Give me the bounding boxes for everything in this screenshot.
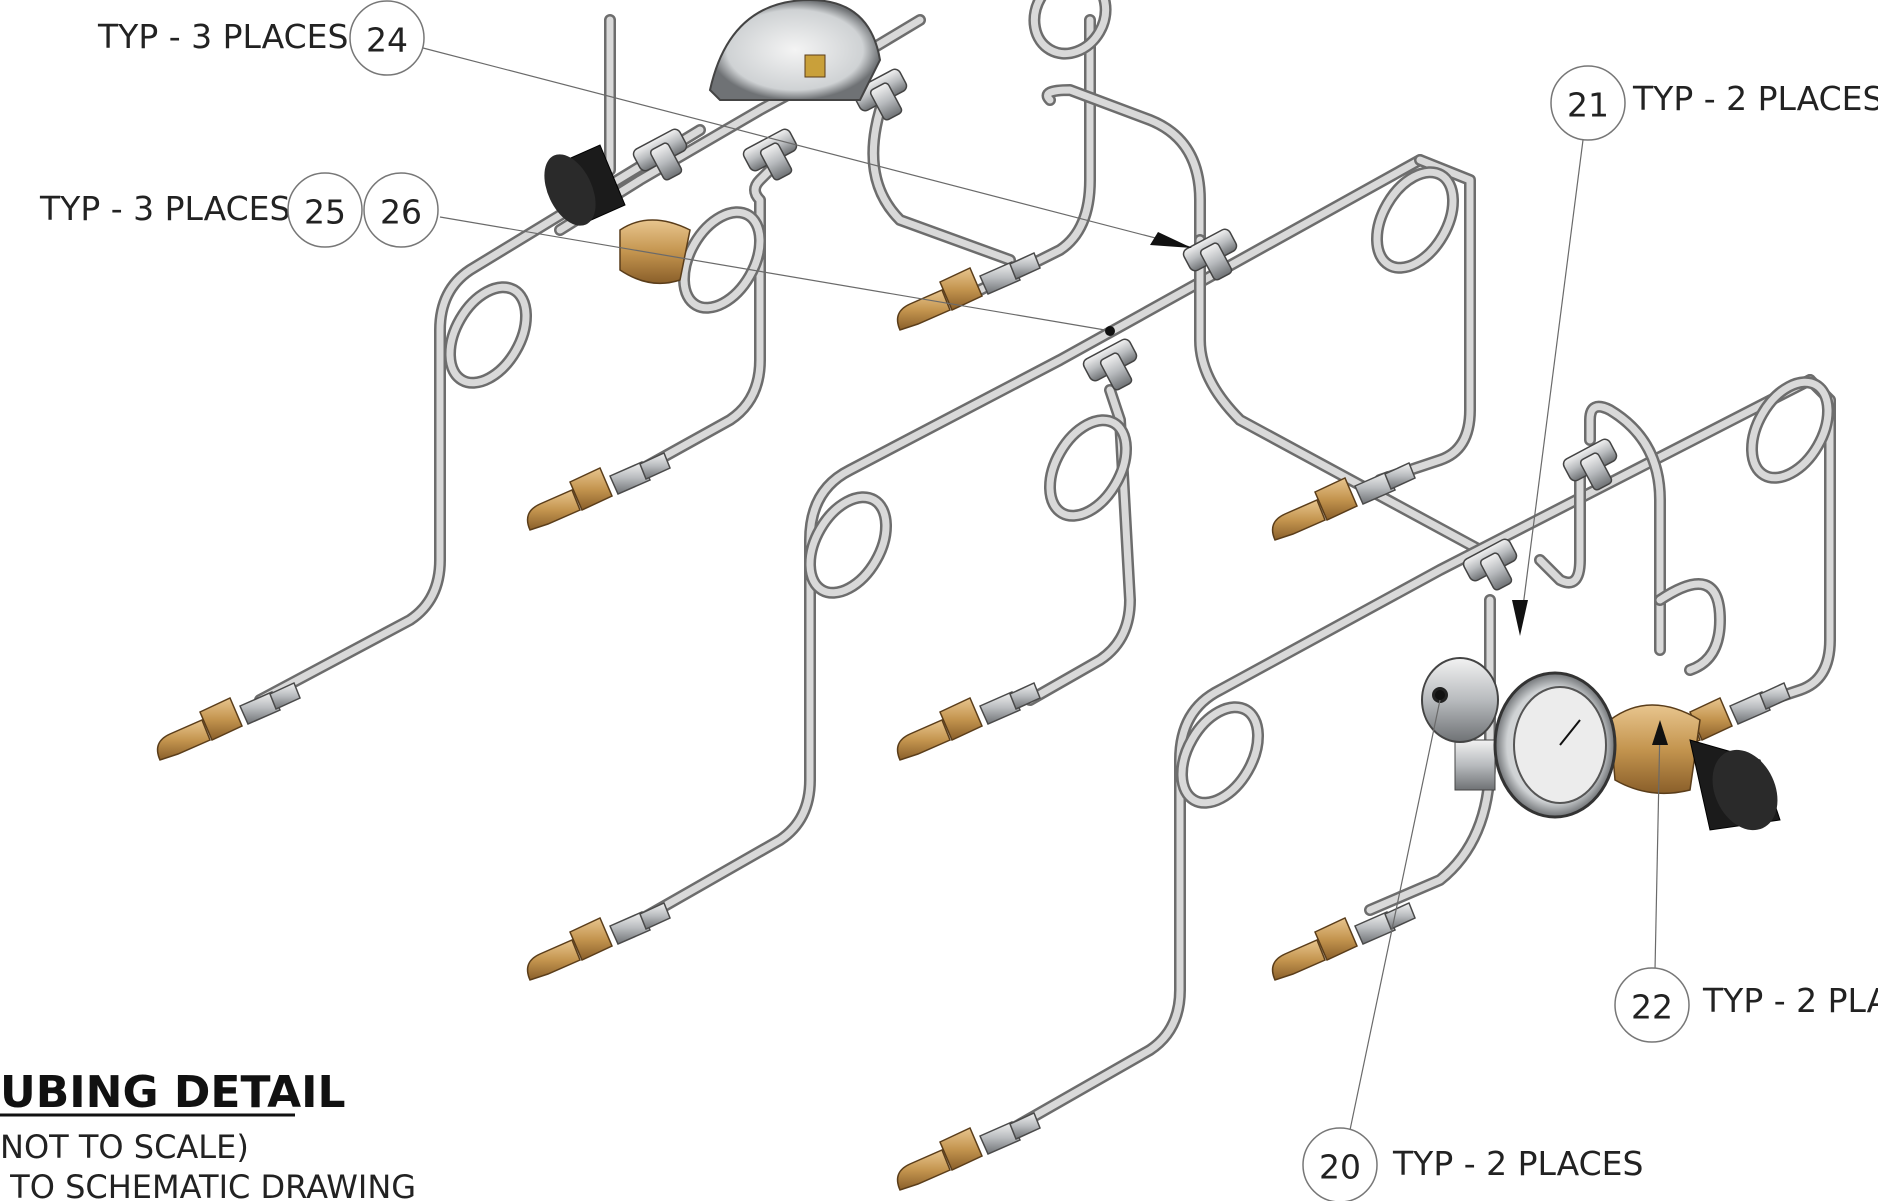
item-number-24: 24 (366, 21, 408, 60)
regulator-upper (544, 144, 691, 285)
item-balloon-22 (1614, 967, 1690, 1043)
callout-24: TYP - 3 PLACES 24 (97, 0, 425, 76)
pressure-gauge-lower (1421, 657, 1617, 819)
item-balloon-25 (287, 172, 363, 248)
item-balloon-21 (1550, 65, 1626, 141)
callout-label-21: TYP - 2 PLACES (1632, 79, 1878, 118)
item-number-25: 25 (304, 193, 346, 232)
item-balloon-20 (1302, 1127, 1378, 1201)
detail-title-block: UBING DETAIL NOT TO SCALE) TO SCHEMATIC … (0, 1067, 416, 1201)
callout-label-22: TYP - 2 PLA (1702, 981, 1878, 1020)
leader-lines (422, 47, 1668, 1131)
regulator-lower (1609, 704, 1781, 831)
callout-20: 20 TYP - 2 PLACES (1302, 1127, 1643, 1201)
item-number-26: 26 (380, 193, 422, 232)
item-balloon-24 (349, 0, 425, 76)
callout-25-26: TYP - 3 PLACES 25 26 (39, 172, 439, 248)
callout-label-20: TYP - 2 PLACES (1392, 1144, 1643, 1183)
item-number-21: 21 (1567, 86, 1609, 125)
item-number-20: 20 (1319, 1148, 1361, 1187)
subtitle-line-2: TO SCHEMATIC DRAWING (0, 1168, 416, 1201)
callout-22: 22 TYP - 2 PLA (1614, 967, 1878, 1043)
item-balloon-26 (363, 172, 439, 248)
pressure-gauge-upper (708, 0, 882, 101)
subtitle-line-1: NOT TO SCALE) (0, 1128, 249, 1166)
item-number-22: 22 (1631, 988, 1673, 1027)
callout-21: 21 TYP - 2 PLACES (1550, 65, 1878, 141)
callout-label-24: TYP - 3 PLACES (97, 17, 348, 56)
detail-title: UBING DETAIL (0, 1067, 346, 1118)
callout-label-25-26: TYP - 3 PLACES (39, 189, 290, 228)
tubing-network (254, 0, 1836, 1136)
